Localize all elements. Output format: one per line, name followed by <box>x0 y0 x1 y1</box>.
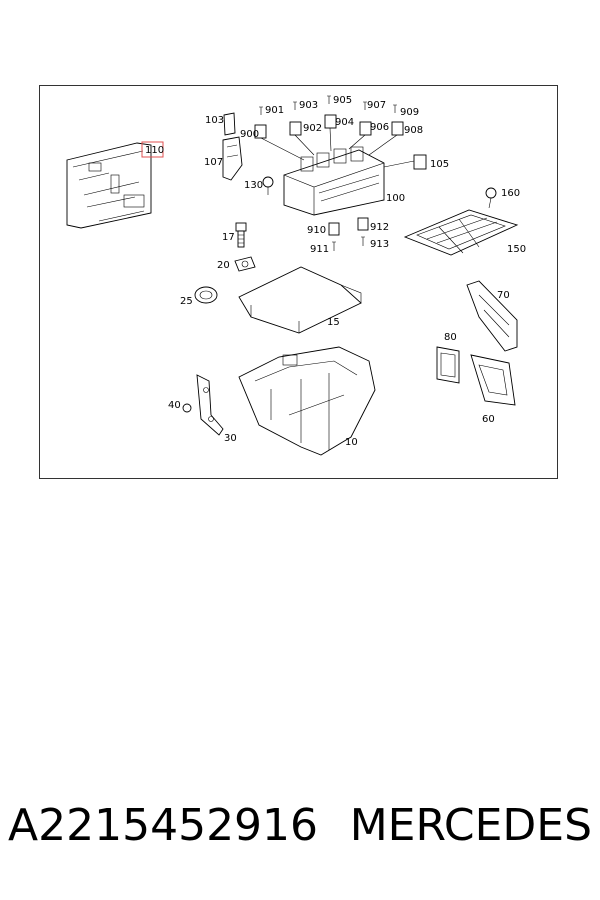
parts-diagram: 110 103 107 130 100 901 900 <box>39 85 558 479</box>
label-900: 900 <box>240 129 259 140</box>
label-100: 100 <box>386 193 405 204</box>
part-160-screw <box>485 187 497 209</box>
label-910: 910 <box>307 225 326 236</box>
label-30: 30 <box>224 433 237 444</box>
label-110: 110 <box>145 145 164 156</box>
label-20: 20 <box>217 260 230 271</box>
part-130-screw <box>262 176 274 195</box>
label-80: 80 <box>444 332 457 343</box>
part-17-bolt <box>235 222 247 248</box>
part-150-tray <box>403 209 519 256</box>
label-907: 907 <box>367 100 386 111</box>
label-15: 15 <box>327 317 340 328</box>
part-80-frame <box>436 346 460 384</box>
part-60-holder <box>470 354 516 406</box>
part-number: A2215452916 <box>8 800 319 851</box>
label-105: 105 <box>430 159 449 170</box>
label-60: 60 <box>482 414 495 425</box>
label-25: 25 <box>180 296 193 307</box>
label-901: 901 <box>265 105 284 116</box>
part-10-housing <box>238 346 376 456</box>
label-905: 905 <box>333 95 352 106</box>
part-20-clip <box>234 256 256 272</box>
label-160: 160 <box>501 188 520 199</box>
label-913: 913 <box>370 239 389 250</box>
label-107: 107 <box>204 157 223 168</box>
label-150: 150 <box>507 244 526 255</box>
part-110-control-unit <box>66 142 152 229</box>
part-15-cover <box>238 266 362 334</box>
label-903: 903 <box>299 100 318 111</box>
label-911: 911 <box>310 244 329 255</box>
label-906: 906 <box>370 122 389 133</box>
label-70: 70 <box>497 290 510 301</box>
highlight-box-110 <box>141 141 164 158</box>
label-909: 909 <box>400 107 419 118</box>
caption: A2215452916 MERCEDES <box>8 800 592 864</box>
part-105-relay <box>383 154 427 170</box>
part-910-913-fuses <box>328 217 369 251</box>
part-107-bracket <box>222 136 243 181</box>
relay-icons <box>254 95 404 161</box>
label-130: 130 <box>244 180 263 191</box>
label-908: 908 <box>404 125 423 136</box>
label-904: 904 <box>335 117 354 128</box>
part-40-nut <box>182 403 192 413</box>
part-30-bracket <box>196 374 224 436</box>
label-103: 103 <box>205 115 224 126</box>
part-103-clip <box>223 112 236 136</box>
part-25-grommet <box>194 286 218 304</box>
part-70-bracket <box>466 280 518 352</box>
label-40: 40 <box>168 400 181 411</box>
label-10: 10 <box>345 437 358 448</box>
brand-name: MERCEDES <box>349 800 592 851</box>
label-17: 17 <box>222 232 235 243</box>
label-912: 912 <box>370 222 389 233</box>
label-902: 902 <box>303 123 322 134</box>
part-100-fuse-relay-box <box>283 146 385 216</box>
